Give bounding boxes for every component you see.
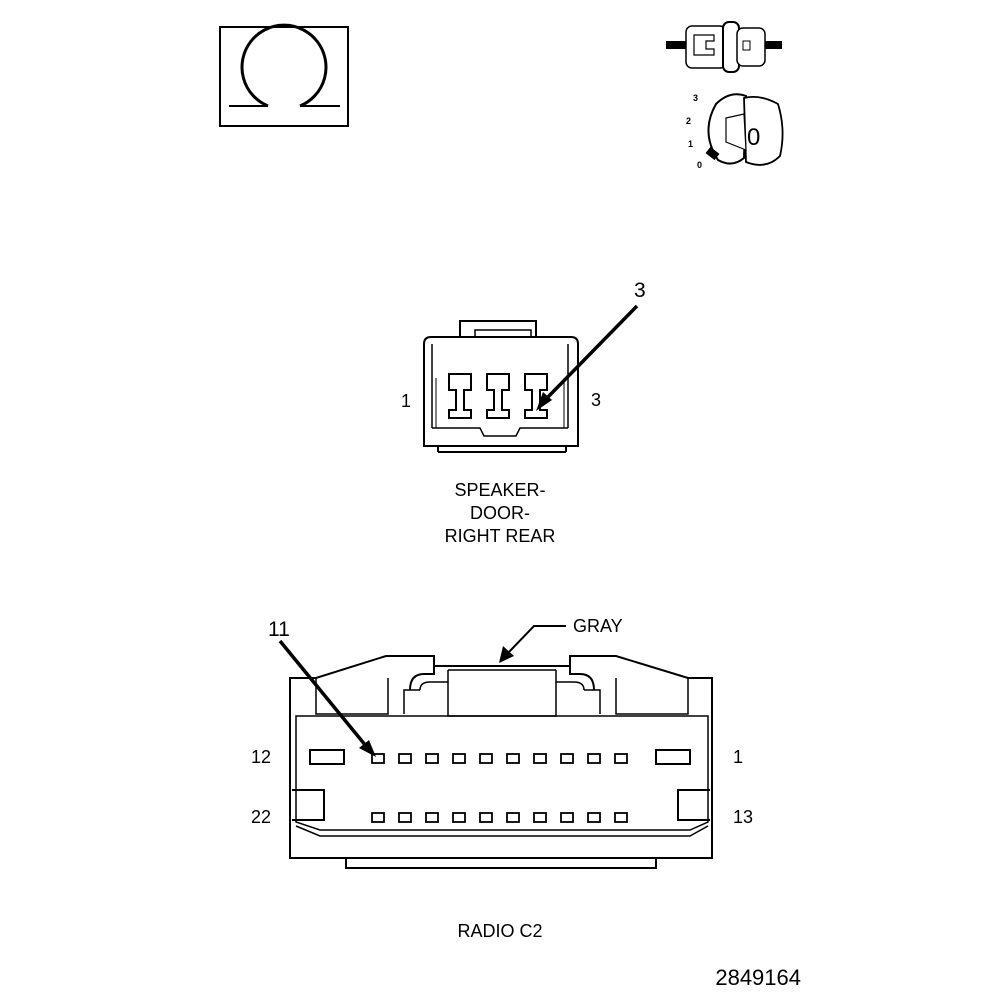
radio-cavity-bottom-5 (479, 812, 493, 823)
radio-cavity-top-2 (398, 753, 412, 764)
radio-cavity-top-8 (560, 753, 574, 764)
speaker-connector: 3 1 3 SPEAKER- DOOR- RIGHT REAR (401, 279, 646, 546)
radio-cavity-top-10 (614, 753, 628, 764)
ohm-symbol-icon (219, 23, 349, 127)
radio-cavity-top-7 (533, 753, 547, 764)
speaker-title-line-3: RIGHT REAR (445, 526, 556, 546)
radio-cavity-top-5 (479, 753, 493, 764)
speaker-cavity-2 (486, 373, 510, 419)
radio-color-label: GRAY (573, 616, 623, 636)
ignition-position-3: 3 (693, 93, 698, 103)
radio-pin-12-label: 12 (251, 747, 271, 767)
radio-cavity-top-6 (506, 753, 520, 764)
radio-pin-1-label: 1 (733, 747, 743, 767)
speaker-pin-1-label: 1 (401, 391, 411, 411)
speaker-callout-number: 3 (634, 279, 646, 302)
radio-cavity-group (371, 753, 628, 823)
radio-cavity-bottom-10 (614, 812, 628, 823)
radio-cavity-top-4 (452, 753, 466, 764)
speaker-pin-3-label: 3 (591, 390, 601, 410)
radio-cavity-bottom-2 (398, 812, 412, 823)
ignition-position-2: 2 (686, 116, 691, 126)
speaker-title-line-1: SPEAKER- (454, 480, 545, 500)
radio-connector: 11 GRAY 12 1 22 13 RADIO C2 (251, 616, 753, 941)
radio-pin-13-label: 13 (733, 807, 753, 827)
radio-cavity-bottom-9 (587, 812, 601, 823)
speaker-title-line-2: DOOR- (470, 503, 530, 523)
radio-cavity-top-9 (587, 753, 601, 764)
radio-callout-number: 11 (268, 618, 290, 641)
radio-cavity-bottom-3 (425, 812, 439, 823)
radio-cavity-bottom-6 (506, 812, 520, 823)
ignition-position-0: 0 (697, 160, 702, 170)
ignition-key-label: 0 (747, 124, 760, 151)
radio-cavity-bottom-8 (560, 812, 574, 823)
radio-pin-22-label: 22 (251, 807, 271, 827)
ignition-position-1: 1 (688, 139, 693, 149)
speaker-cavity-3 (524, 373, 548, 419)
speaker-cavity-1 (448, 373, 472, 419)
radio-cavity-bottom-4 (452, 812, 466, 823)
figure-number: 2849164 (715, 965, 801, 990)
radio-title: RADIO C2 (457, 921, 542, 941)
radio-cavity-bottom-7 (533, 812, 547, 823)
switch-plug-icon (666, 21, 782, 73)
radio-cavity-bottom-1 (371, 812, 385, 823)
radio-cavity-top-1 (371, 753, 385, 764)
radio-cavity-top-3 (425, 753, 439, 764)
ignition-key-icon: 3 2 1 0 0 (686, 93, 784, 170)
